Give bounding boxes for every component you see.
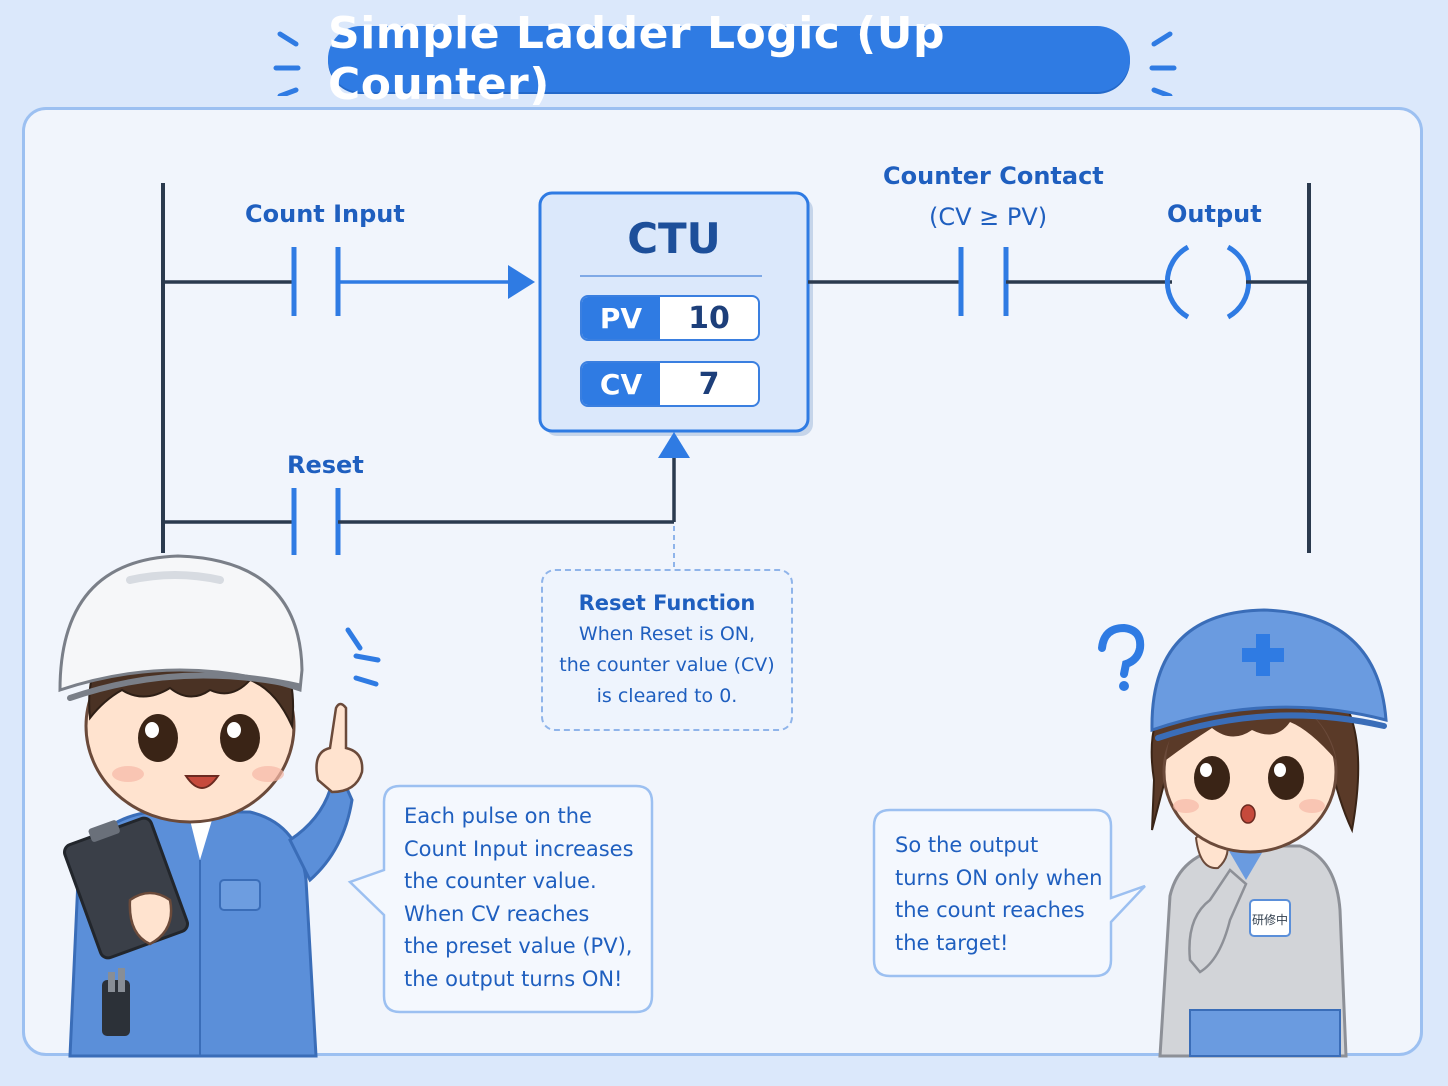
bubble-line: the output turns ON!	[404, 966, 623, 991]
count-input-label: Count Input	[245, 200, 405, 228]
sparkle-right-icon	[1149, 31, 1177, 96]
bubble-line: Count Input increases	[404, 836, 634, 861]
reset-label: Reset	[287, 451, 364, 479]
engineer-boy-character	[58, 554, 381, 1058]
counter-contact	[958, 247, 1009, 316]
pv-value: 10	[688, 300, 730, 336]
bubble-line: the count reaches	[895, 898, 1085, 922]
ctu-title: CTU	[627, 214, 721, 263]
bubble-line: the target!	[895, 930, 1009, 955]
helmet-cross-icon	[1242, 634, 1284, 676]
speech-bubble-left-text: Each pulse on the Count Input increases …	[404, 800, 634, 995]
output-coil	[1164, 244, 1252, 320]
reset-note-heading: Reset Function	[578, 591, 756, 615]
bubble-line: turns ON only when	[895, 865, 1103, 890]
bubble-line: So the output	[895, 833, 1039, 857]
output-label: Output	[1167, 200, 1262, 228]
name-badge-text: 研修中	[1252, 912, 1288, 927]
bubble-line: the counter value.	[404, 869, 597, 893]
bubble-line: the preset value (PV),	[404, 934, 633, 958]
question-mark-icon	[1098, 623, 1145, 691]
name-badge	[1249, 899, 1291, 937]
pv-field: PV 10	[580, 295, 760, 341]
cv-value: 7	[698, 366, 720, 402]
counter-contact-label: Counter Contact	[883, 162, 1104, 190]
pv-label: PV	[582, 297, 660, 339]
cv-label: CV	[582, 363, 660, 405]
reset-note-line: is cleared to 0.	[596, 685, 738, 707]
reset-note-line: When Reset is ON,	[578, 623, 756, 645]
bubble-line: When CV reaches	[404, 901, 590, 926]
count-arrow-icon	[508, 265, 535, 299]
counter-condition-label: (CV ≥ PV)	[929, 203, 1048, 231]
reset-arrow-icon	[658, 432, 690, 458]
reset-function-note: Reset Function When Reset is ON, the cou…	[541, 569, 793, 731]
speech-bubble-right	[872, 808, 1146, 978]
sparkle-left-icon	[273, 31, 301, 96]
bubble-line: Each pulse on the	[404, 804, 592, 828]
count-input-contact	[291, 247, 341, 316]
cv-field: CV 7	[580, 361, 760, 407]
speech-bubble-left	[347, 784, 654, 1014]
reset-contact	[291, 488, 341, 555]
reset-note-line: the counter value (CV)	[559, 654, 775, 676]
speech-bubble-right-text: So the output turns ON only when the cou…	[895, 829, 1102, 959]
trainee-girl-character: 研修中	[1098, 608, 1388, 1058]
